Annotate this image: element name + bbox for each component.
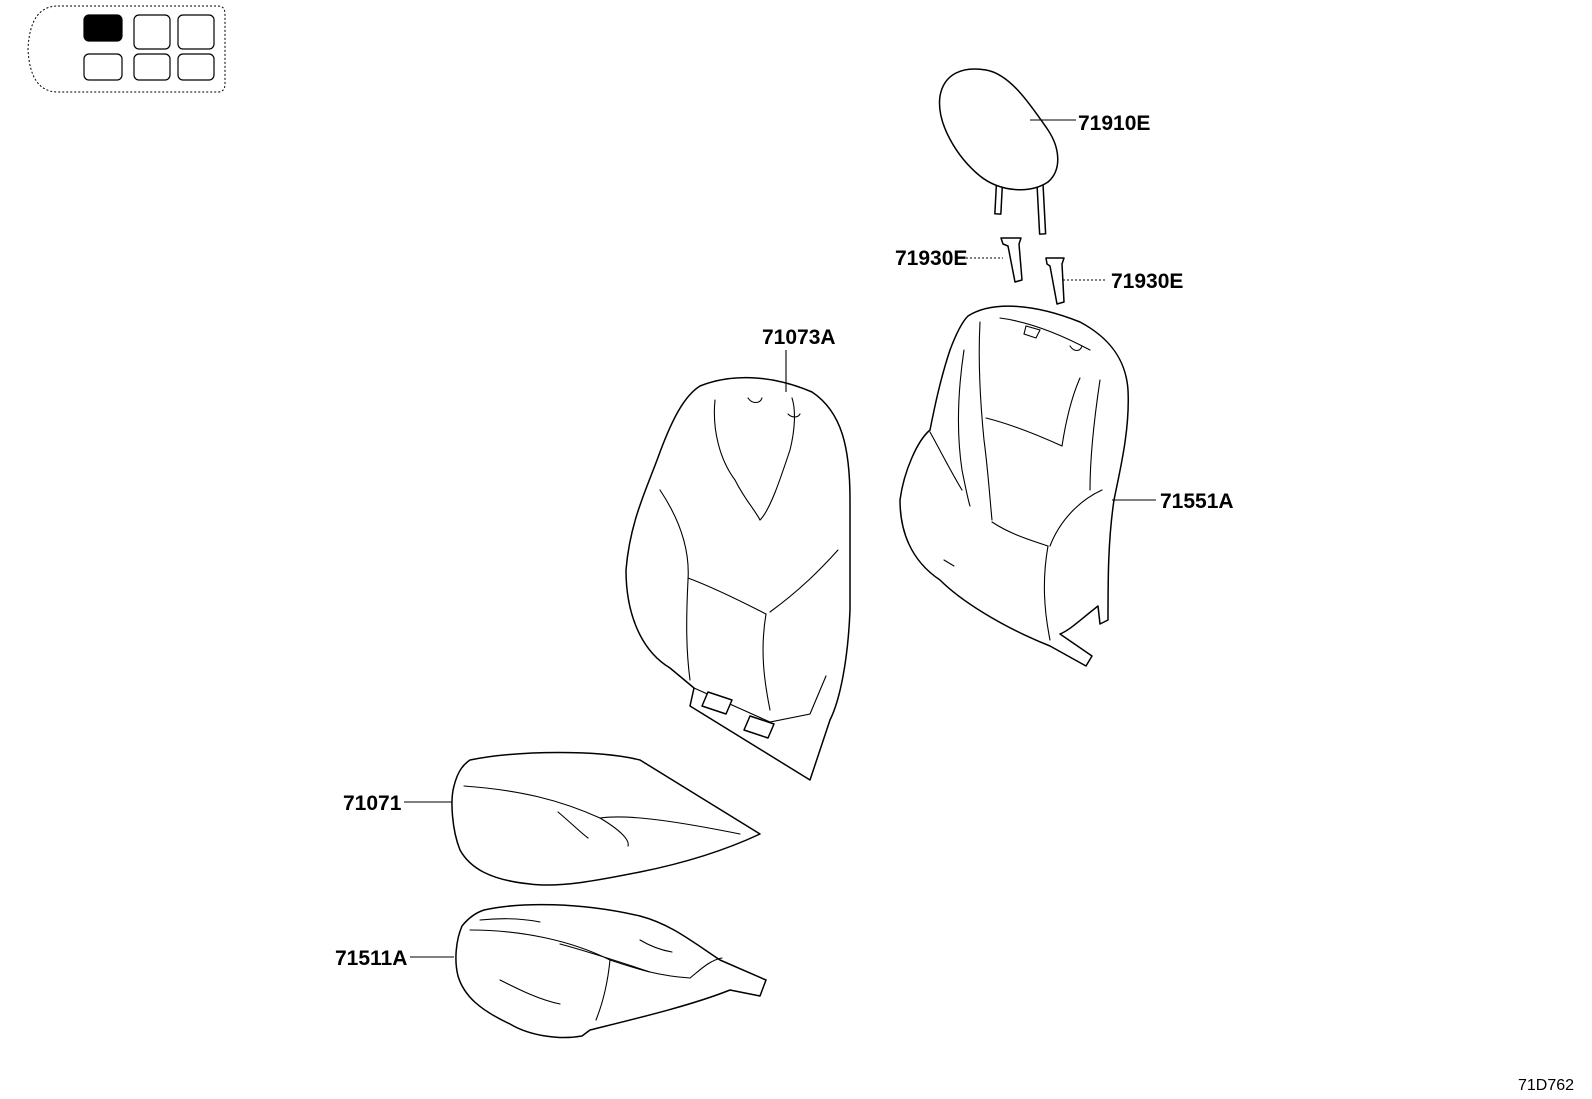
callout-headrest: 71910E xyxy=(1078,112,1150,135)
callout-back-pad: 71073A xyxy=(762,326,836,349)
locator-seat-mid-left xyxy=(83,53,123,81)
headrest-support-right-part xyxy=(1045,257,1065,305)
locator-seat-front-right xyxy=(133,14,171,50)
callout-back-cover: 71551A xyxy=(1160,490,1234,513)
callout-cushion-cover: 71511A xyxy=(335,947,407,970)
seatback-pad-part xyxy=(625,376,851,781)
callout-cushion-pad: 71071 xyxy=(343,792,402,815)
cushion-cover-part xyxy=(455,903,767,1039)
seat-locator-icon xyxy=(27,5,226,93)
diagram-ref-number: 71D762 xyxy=(1518,1077,1574,1094)
locator-seat-rear-right xyxy=(177,14,215,50)
locator-seat-front-left xyxy=(83,14,123,42)
locator-seat-mid-center xyxy=(133,53,171,81)
callout-support-right: 71930E xyxy=(1111,270,1183,293)
headrest-support-left-part xyxy=(1000,237,1023,283)
headrest-part xyxy=(938,68,1059,235)
locator-seat-mid-right xyxy=(177,53,215,81)
seatback-cover-part xyxy=(899,305,1130,667)
callout-support-left: 71930E xyxy=(895,247,967,270)
cushion-pad-part xyxy=(451,751,761,886)
